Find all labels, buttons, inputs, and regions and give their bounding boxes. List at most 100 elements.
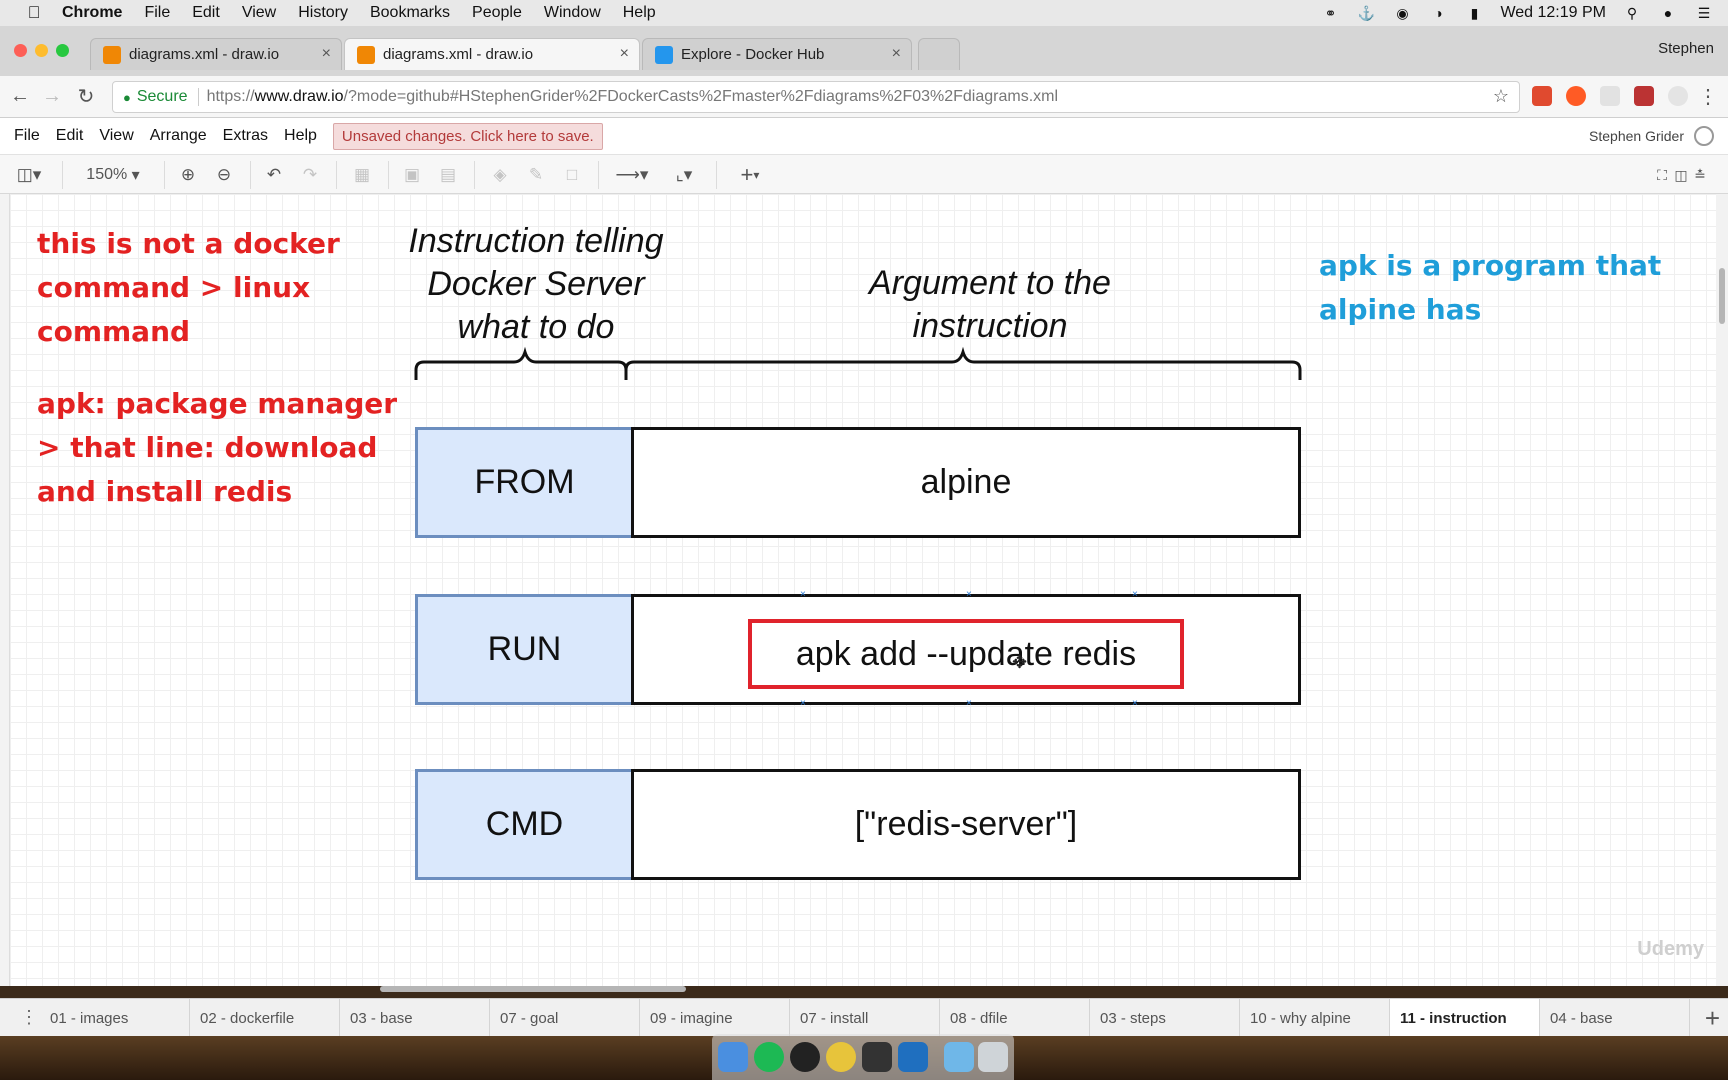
address-bar[interactable]: ● Secure https:// www.draw.io /?mode=git… [112,81,1520,113]
page-tab-active[interactable]: 11 - instruction [1390,999,1540,1037]
zoom-dropdown[interactable]: 150% ▾ [86,166,140,184]
note-apk-program[interactable]: apk is a program that alpine has [1319,244,1661,332]
apple-icon[interactable]:  [24,3,44,23]
new-tab-button[interactable] [918,38,960,70]
docker-whale-icon[interactable]: ⚓ [1357,4,1376,21]
window-close-button[interactable] [14,44,27,57]
extension-icon[interactable] [1566,86,1586,106]
page-tab[interactable]: 10 - why alpine [1240,999,1390,1037]
instruction-cell-from[interactable]: FROM [415,427,634,538]
menu-app-name[interactable]: Chrome [62,4,123,21]
terminal-icon[interactable] [862,1042,892,1072]
drawio-menu-arrange[interactable]: Arrange [149,127,207,144]
trash-icon[interactable] [978,1042,1008,1072]
zoom-out-icon[interactable]: ⊖ [216,165,232,184]
line-color-icon[interactable]: ✎ [528,165,544,184]
delete-icon[interactable]: ▦ [353,165,371,184]
ublock-extension-icon[interactable] [1634,86,1654,106]
menu-bookmarks[interactable]: Bookmarks [369,4,451,21]
undo-icon[interactable]: ↶ [266,165,282,184]
glasses-icon[interactable]: ⚭ [1324,4,1337,21]
spotify-icon[interactable] [754,1042,784,1072]
tab-close-icon[interactable]: × [321,45,331,62]
fill-color-icon[interactable]: ◈ [493,165,507,184]
reload-icon[interactable]: ↻ [77,85,95,108]
sidebar-collapsed-strip[interactable] [0,194,10,986]
instruction-cell-run[interactable]: RUN [415,594,634,705]
unsaved-changes-button[interactable]: Unsaved changes. Click here to save. [332,122,603,150]
page-tab[interactable]: 07 - install [790,999,940,1037]
css-extension-icon[interactable] [1600,86,1620,106]
zoom-in-icon[interactable]: ⊕ [180,165,196,184]
drawio-menu-help[interactable]: Help [284,127,317,144]
insert-plus-icon[interactable]: +▾ [740,162,760,187]
vertical-scroll-thumb[interactable] [1719,268,1725,324]
page-tab[interactable]: 03 - base [340,999,490,1037]
siri-icon[interactable]: ● [1663,5,1673,21]
vscode-icon[interactable] [898,1042,928,1072]
window-zoom-button[interactable] [56,44,69,57]
extension-icon[interactable] [1532,86,1552,106]
chrome-app-icon[interactable] [826,1042,856,1072]
waypoints-icon[interactable]: ⌞▾ [675,165,693,184]
to-back-icon[interactable]: ▤ [439,165,457,184]
chrome-profile-name[interactable]: Stephen [1658,40,1714,57]
notification-center-icon[interactable]: ☰ [1697,4,1711,21]
selection-handle-icon[interactable]: × [800,589,806,600]
browser-tab-active[interactable]: diagrams.xml - draw.io × [344,38,640,70]
menu-file[interactable]: File [144,4,171,21]
wifi-icon[interactable]: ◑ [1434,5,1443,21]
shadow-icon[interactable]: □ [566,165,578,184]
vertical-scrollbar[interactable] [1716,194,1728,986]
diagram-canvas[interactable]: this is not a docker command > linux com… [10,194,1716,986]
heading-argument[interactable]: Argument to the instruction [790,262,1190,348]
page-tab[interactable]: 09 - imagine [640,999,790,1037]
page-tab[interactable]: 03 - steps [1090,999,1240,1037]
note-not-docker-command[interactable]: this is not a docker command > linux com… [37,222,340,354]
browser-tab[interactable]: Explore - Docker Hub × [642,38,912,70]
browser-tab[interactable]: diagrams.xml - draw.io × [90,38,342,70]
horizontal-scroll-thumb[interactable] [380,986,686,992]
argument-cell-cmd[interactable]: ["redis-server"] [631,769,1301,880]
battery-icon[interactable]: ▮ [1470,4,1479,21]
note-apk-package-manager[interactable]: apk: package manager > that line: downlo… [37,382,397,514]
format-panel-icon[interactable]: ◫▾ [16,165,42,184]
back-arrow-icon[interactable]: ← [10,84,30,107]
page-tab[interactable]: 02 - dockerfile [190,999,340,1037]
selection-handle-icon[interactable]: × [1132,698,1138,709]
drawio-menu-edit[interactable]: Edit [55,127,84,144]
spotlight-search-icon[interactable]: ⚲ [1626,4,1638,21]
selection-handle-icon[interactable]: × [966,698,972,709]
page-tab[interactable]: 01 - images [40,999,190,1037]
chrome-menu-icon[interactable]: ⋮ [1698,85,1718,108]
user-menu[interactable]: Stephen Grider [1589,128,1684,144]
menu-view[interactable]: View [241,4,277,21]
menu-history[interactable]: History [298,4,348,21]
tab-close-icon[interactable]: × [619,45,629,62]
page-tab[interactable]: 07 - goal [490,999,640,1037]
tab-close-icon[interactable]: × [891,45,901,62]
fullscreen-icon[interactable]: ⛶ [1657,166,1667,183]
obs-icon[interactable]: ◉ [1396,4,1409,21]
drawio-menu-file[interactable]: File [14,127,40,144]
page-tab[interactable]: 04 - base [1540,999,1690,1037]
pages-menu-icon[interactable]: ⋮ [20,1007,38,1027]
instruction-cell-cmd[interactable]: CMD [415,769,634,880]
to-front-icon[interactable]: ▣ [403,165,421,184]
language-globe-icon[interactable] [1694,126,1714,146]
menu-edit[interactable]: Edit [192,4,220,21]
argument-cell-from[interactable]: alpine [631,427,1301,538]
selection-handle-icon[interactable]: × [966,589,972,600]
downloads-folder-icon[interactable] [944,1042,974,1072]
menu-help[interactable]: Help [622,4,656,21]
selection-handle-icon[interactable]: × [800,698,806,709]
menu-window[interactable]: Window [543,4,601,21]
forward-arrow-icon[interactable]: → [42,84,62,107]
redo-icon[interactable]: ↷ [302,165,318,184]
finder-icon[interactable] [718,1042,748,1072]
extension-icon[interactable] [1668,86,1688,106]
format-toggle-icon[interactable]: ◫ [1674,166,1688,183]
page-tab[interactable]: 08 - dfile [940,999,1090,1037]
drawio-menu-view[interactable]: View [99,127,134,144]
collapse-chevron-icon[interactable]: ≛ [1694,166,1706,183]
